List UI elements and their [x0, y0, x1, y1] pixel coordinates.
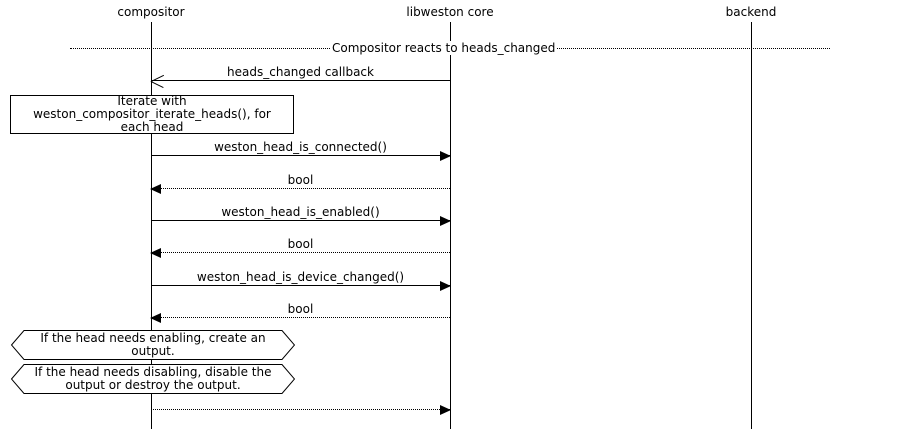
arrowhead-icon: [150, 248, 161, 258]
condition-text-line: If the head needs enabling, create an: [40, 331, 266, 345]
hexagon-shape: [11, 364, 295, 394]
arrowhead-icon: [440, 405, 451, 415]
hexagon-shape: [11, 330, 295, 360]
message-label-weston-head-is-enabled: weston_head_is_enabled(): [221, 205, 380, 219]
note-text-line: weston_compositor_iterate_heads(), for: [33, 107, 271, 121]
note-text-line: each head: [120, 120, 184, 134]
lifeline-header-compositor: compositor: [117, 5, 185, 19]
note-text-line: Iterate with: [117, 94, 187, 108]
message-heads-changed-callback: heads_changed callback: [151, 65, 450, 81]
lifeline-header-libweston-core: libweston core: [406, 5, 494, 19]
divider-label: Compositor reacts to heads_changed: [330, 41, 558, 55]
message-label-bool-connected: bool: [287, 173, 314, 187]
message-weston-head-is-enabled: weston_head_is_enabled(): [151, 205, 451, 226]
message-weston-head-is-connected: weston_head_is_connected(): [151, 140, 451, 161]
condition-text-line: output.: [131, 344, 175, 358]
lifeline-header-backend: backend: [725, 5, 777, 19]
condition-text-line: output or destroy the output.: [65, 378, 241, 392]
arrowhead-icon: [150, 184, 161, 194]
message-label-weston-head-is-connected: weston_head_is_connected(): [214, 140, 387, 154]
lifeline-line-backend: [751, 22, 752, 429]
message-label-heads-changed-callback: heads_changed callback: [227, 65, 374, 79]
arrowhead-icon: [150, 313, 161, 323]
message-final-return: [151, 405, 451, 415]
arrowhead-icon: [440, 281, 451, 291]
message-label-bool-enabled: bool: [287, 237, 314, 251]
condition-text: If the head needs disabling, disable the…: [25, 366, 281, 392]
condition-text-line: If the head needs disabling, disable the: [34, 365, 272, 379]
arrowhead-icon: [440, 151, 451, 161]
message-label-bool-device-changed: bool: [287, 302, 314, 316]
message-label-weston-head-is-device-changed: weston_head_is_device_changed(): [196, 270, 405, 284]
message-bool-connected: bool: [150, 173, 450, 194]
message-bool-enabled: bool: [150, 237, 450, 258]
condition-condition-disable: If the head needs disabling, disable the…: [11, 364, 295, 394]
message-bool-device-changed: bool: [150, 302, 450, 323]
arrowhead-icon: [440, 216, 451, 226]
lifeline-line-compositor: [151, 22, 152, 429]
message-weston-head-is-device-changed: weston_head_is_device_changed(): [151, 270, 451, 291]
